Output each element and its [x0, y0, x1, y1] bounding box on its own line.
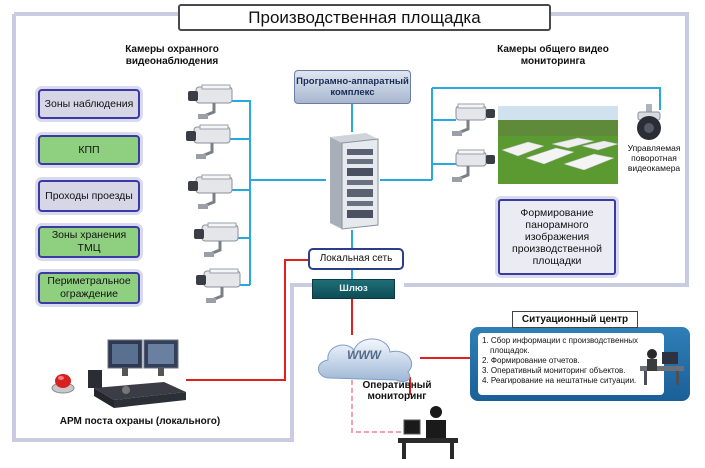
zone-observation: Зоны наблюдения: [38, 89, 140, 119]
workstation-icon: [640, 349, 684, 385]
situation-item: 1. Сбор информации с производственных: [482, 336, 638, 345]
zone-checkpoint: КПП: [38, 135, 140, 165]
security-cameras-heading: Камеры охранного видеонаблюдения: [125, 44, 219, 67]
zone-passages: Проходы проезды: [38, 180, 140, 212]
situation-item: 2. Формирование отчетов.: [482, 356, 580, 365]
cloud-icon: [318, 338, 413, 383]
situation-item: 4. Реагирование на нештатные ситуации.: [482, 376, 637, 385]
situation-item: площадок.: [490, 346, 530, 355]
server-rack-icon: [330, 133, 379, 230]
ptz-camera-icon: [637, 104, 661, 140]
zone-storage: Зоны хранения ТМЦ: [38, 226, 140, 258]
internet-label: WWW: [347, 348, 381, 362]
site-boundary: [12, 12, 689, 442]
ptz-camera-caption: Управляемая поворотная видеокамера: [627, 143, 681, 173]
panorama-formation: Формирование панорамного изображения про…: [498, 199, 616, 275]
security-camera-icon: [194, 222, 239, 257]
situation-center-list: 1. Сбор информации с производственных пл…: [478, 333, 664, 395]
security-camera-icon: [188, 84, 233, 119]
guard-post-label: АРМ поста охраны (локального): [59, 416, 221, 427]
situation-center-title: Ситуационный центр: [512, 311, 638, 328]
security-camera-icon: [196, 268, 241, 303]
alarm-button-icon: [51, 374, 75, 394]
hardware-software-complex: Програмно-аппаратный комплекс: [294, 70, 411, 104]
local-network: Локальная сеть: [308, 248, 404, 270]
farm-photo: [498, 106, 618, 184]
page-title: Производственная площадка: [178, 4, 551, 31]
situation-item: 3. Оперативный мониторинг объектов.: [482, 366, 626, 375]
security-camera-icon: [186, 124, 231, 159]
monitoring-cameras-heading: Камеры общего видео мониторинга: [497, 44, 609, 67]
security-camera-icon: [452, 103, 495, 136]
dashed-link: [351, 380, 404, 433]
zone-perimeter: Периметральное ограждение: [38, 272, 140, 304]
gateway: Шлюз: [312, 279, 395, 299]
operator-icon: [398, 406, 458, 459]
security-camera-icon: [188, 174, 233, 209]
operative-monitoring-label: Оперативный мониторинг: [362, 380, 432, 402]
guard-console-icon: [88, 339, 186, 408]
security-camera-icon: [452, 149, 495, 182]
